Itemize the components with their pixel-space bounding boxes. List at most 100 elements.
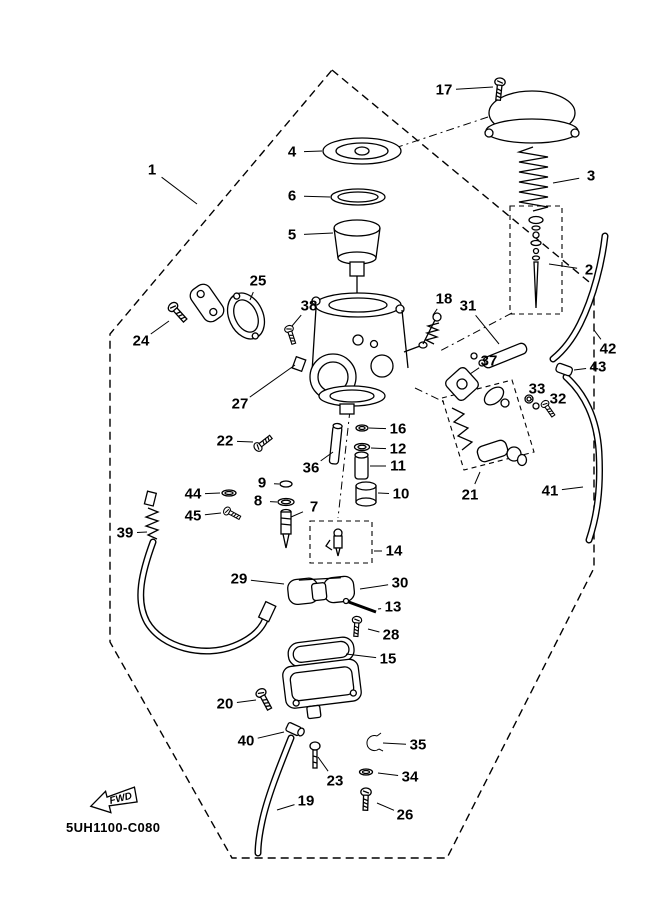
- leader-line-42: [593, 329, 602, 340]
- carburetor-body: [291, 292, 428, 415]
- leader-line-2: [548, 263, 578, 269]
- callout-14: 14: [386, 543, 403, 560]
- starter-set-box: [441, 379, 535, 471]
- callout-11: 11: [390, 458, 406, 475]
- fwd-arrow: FWD: [89, 786, 138, 814]
- callout-39: 39: [117, 525, 134, 542]
- needle-set-box: [509, 205, 563, 315]
- leader-line-38: [291, 314, 302, 327]
- callout-12: 12: [390, 441, 407, 458]
- vacuum-chamber-cover: [484, 90, 580, 144]
- callout-33: 33: [529, 381, 546, 398]
- callout-38: 38: [301, 298, 318, 315]
- washer-12: [353, 442, 371, 452]
- leader-line-1: [161, 176, 198, 205]
- leader-line-29: [250, 579, 285, 585]
- leader-line-5: [303, 232, 334, 235]
- leader-line-28: [367, 628, 380, 633]
- screw-45: [221, 505, 243, 523]
- callout-1: 1: [148, 162, 156, 179]
- leader-line-27: [249, 364, 296, 398]
- callout-15: 15: [380, 651, 397, 668]
- drain-fitting-40: [285, 722, 305, 737]
- drain-hose-19: [254, 734, 295, 857]
- oring-9: [279, 480, 293, 488]
- diagram-boundary: [109, 69, 595, 859]
- leader-line-17: [455, 86, 494, 90]
- throttle-valve-37: [445, 352, 510, 408]
- leader-line-35: [382, 742, 407, 745]
- leader-line-30: [359, 584, 389, 590]
- callout-32: 32: [550, 391, 567, 408]
- callout-17: 17: [436, 82, 453, 99]
- leader-line-7: [290, 511, 304, 518]
- clip-16: [355, 424, 369, 432]
- screw-28: [350, 615, 363, 638]
- bowl-screw-20: [253, 686, 275, 713]
- callout-27: 27: [232, 396, 249, 413]
- leader-line-45: [204, 512, 222, 516]
- callout-13: 13: [385, 599, 402, 616]
- leader-line-23: [317, 756, 329, 772]
- callout-9: 9: [258, 475, 266, 492]
- leader-line-12: [370, 447, 387, 450]
- leader-line-26: [376, 802, 395, 811]
- callout-23: 23: [327, 773, 344, 790]
- callout-19: 19: [298, 793, 315, 810]
- jet-needle-set-2: [528, 215, 544, 309]
- float-valve-box: [309, 520, 373, 564]
- stop-screw-18: [422, 312, 442, 345]
- callout-36: 36: [303, 460, 320, 477]
- callout-45: 45: [185, 508, 202, 525]
- fwd-arrow-icon: [89, 786, 138, 814]
- part-code: 5UH1100-C080: [66, 820, 161, 835]
- clip-35: [366, 732, 384, 752]
- callout-26: 26: [397, 807, 414, 824]
- callout-24: 24: [133, 333, 150, 350]
- callout-31: 31: [460, 298, 477, 315]
- callout-10: 10: [393, 486, 410, 503]
- callout-7: 7: [310, 499, 318, 516]
- gasket-25: [226, 292, 266, 340]
- throttle-slide-5: [333, 219, 381, 295]
- callout-3: 3: [587, 168, 595, 185]
- needle-jet-11: [354, 451, 369, 480]
- cup-10: [355, 481, 377, 507]
- screw-38: [283, 323, 299, 346]
- callout-34: 34: [402, 769, 419, 786]
- leader-line-18: [432, 308, 438, 316]
- callout-5: 5: [288, 227, 296, 244]
- callout-29: 29: [231, 571, 248, 588]
- starter-cable-39: [137, 490, 277, 655]
- pilot-jet-7: [280, 508, 292, 549]
- hose-joint-43: [555, 362, 574, 377]
- leader-line-16: [368, 427, 387, 430]
- leader-line-4: [303, 150, 323, 153]
- nozzle-36: [328, 422, 343, 465]
- leader-line-22: [236, 440, 254, 443]
- screw-26: [359, 787, 372, 812]
- vent-hose-41: [562, 373, 603, 544]
- float-pin-13: [342, 597, 377, 614]
- callout-22: 22: [217, 433, 234, 450]
- callout-40: 40: [238, 733, 255, 750]
- leader-line-21: [474, 471, 481, 485]
- callout-42: 42: [600, 341, 617, 358]
- callout-16: 16: [390, 421, 407, 438]
- callout-41: 41: [542, 483, 559, 500]
- pilot-screw-22: [251, 432, 275, 454]
- diaphragm-4: [322, 137, 402, 165]
- oring-6: [330, 188, 386, 206]
- leader-line-36: [320, 451, 334, 462]
- rings-33: [524, 394, 540, 410]
- callout-2: 2: [585, 262, 593, 279]
- leader-line-6: [303, 195, 331, 198]
- leader-line-41: [561, 486, 584, 491]
- callout-44: 44: [185, 486, 202, 503]
- axis-lines: [337, 116, 513, 519]
- fwd-label: FWD: [108, 791, 133, 807]
- washer-34: [358, 768, 374, 776]
- leader-line-19: [276, 804, 295, 811]
